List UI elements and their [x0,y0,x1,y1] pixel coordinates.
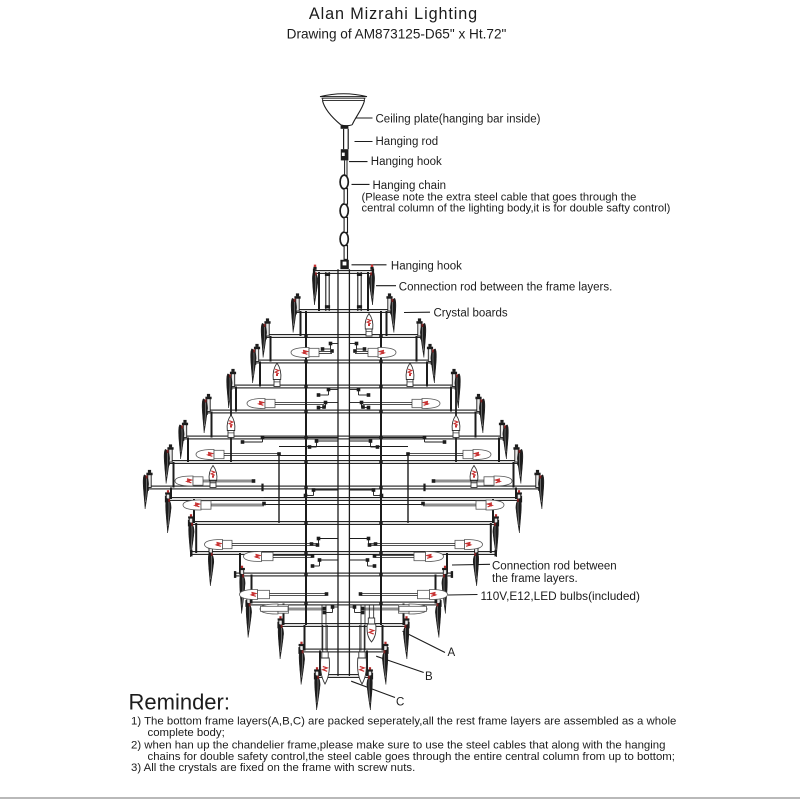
svg-text:Crystal boards: Crystal boards [434,308,508,320]
svg-text:the frame layers.: the frame layers. [492,573,578,585]
svg-text:Connection rod between: Connection rod between [492,561,617,573]
svg-text:chains for double safety contr: chains for double safety control,the ste… [148,751,675,763]
svg-text:Connection rod between the fra: Connection rod between the frame layers. [399,282,613,294]
svg-text:1) The bottom frame layers(A,B: 1) The bottom frame layers(A,B,C) are pa… [131,716,676,728]
svg-text:C: C [396,697,404,709]
svg-text:B: B [425,671,433,683]
svg-text:complete body;: complete body; [148,727,225,739]
svg-text:Alan Mizrahi Lighting: Alan Mizrahi Lighting [309,5,478,23]
svg-text:A: A [448,647,456,659]
svg-text:3) All the crystals are fixed: 3) All the crystals are fixed on the fra… [131,762,415,774]
svg-text:Hanging chain: Hanging chain [373,180,447,192]
svg-text:(Please note the extra steel c: (Please note the extra steel cable that … [362,192,637,204]
svg-text:Reminder:: Reminder: [129,690,230,715]
svg-text:Hanging hook: Hanging hook [391,261,462,273]
svg-text:2) when han up the chandelier: 2) when han up the chandelier frame,plea… [131,739,665,751]
svg-text:Hanging hook: Hanging hook [371,156,442,168]
svg-text:110V,E12,LED bulbs(included): 110V,E12,LED bulbs(included) [481,589,640,603]
svg-text:Hanging rod: Hanging rod [376,136,439,148]
svg-text:Ceiling plate(hanging bar insi: Ceiling plate(hanging bar inside) [376,113,541,125]
svg-text:central column of the lighting: central column of the lighting body,it i… [362,203,671,215]
svg-text:Drawing of AM873125-D65" x Ht.: Drawing of AM873125-D65" x Ht.72" [287,26,507,41]
